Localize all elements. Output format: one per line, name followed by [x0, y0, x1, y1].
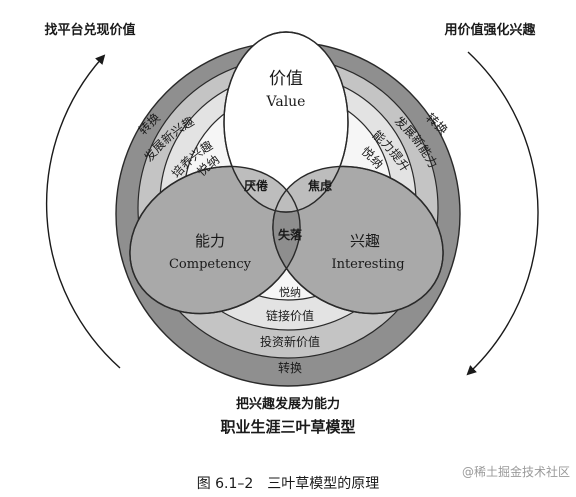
watermark: @稀土掘金技术社区 — [462, 464, 570, 479]
curved-arrow-down-icon — [466, 51, 539, 376]
bottom-ring-innermost-label: 悦纳 — [279, 285, 301, 299]
overlap-boredom: 厌倦 — [244, 178, 268, 193]
value-en: Value — [266, 94, 306, 110]
competency-cn: 能力 — [195, 232, 225, 250]
value-cn: 价值 — [269, 69, 303, 89]
overlap-loss: 失落 — [278, 227, 303, 242]
figure-caption: 图 6.1–2 三叶草模型的原理 — [197, 476, 380, 492]
label-top-right: 用价值强化兴趣 — [443, 22, 536, 38]
label-bottom-center: 把兴趣发展为能力 — [236, 396, 340, 412]
diagram-title: 职业生涯三叶草模型 — [220, 418, 355, 436]
interesting-en: Interesting — [331, 257, 404, 272]
bottom-ring-middle-label: 投资新价值 — [260, 334, 320, 349]
competency-en: Competency — [169, 257, 252, 272]
interesting-cn: 兴趣 — [350, 232, 380, 250]
curved-arrow-up-icon — [45, 54, 121, 369]
bottom-ring-outer-label: 转换 — [278, 360, 302, 375]
bottom-ring-inner-label: 链接价值 — [266, 308, 314, 323]
overlap-anxiety: 焦虑 — [307, 178, 332, 193]
label-top-left: 找平台兑现价值 — [44, 22, 135, 38]
